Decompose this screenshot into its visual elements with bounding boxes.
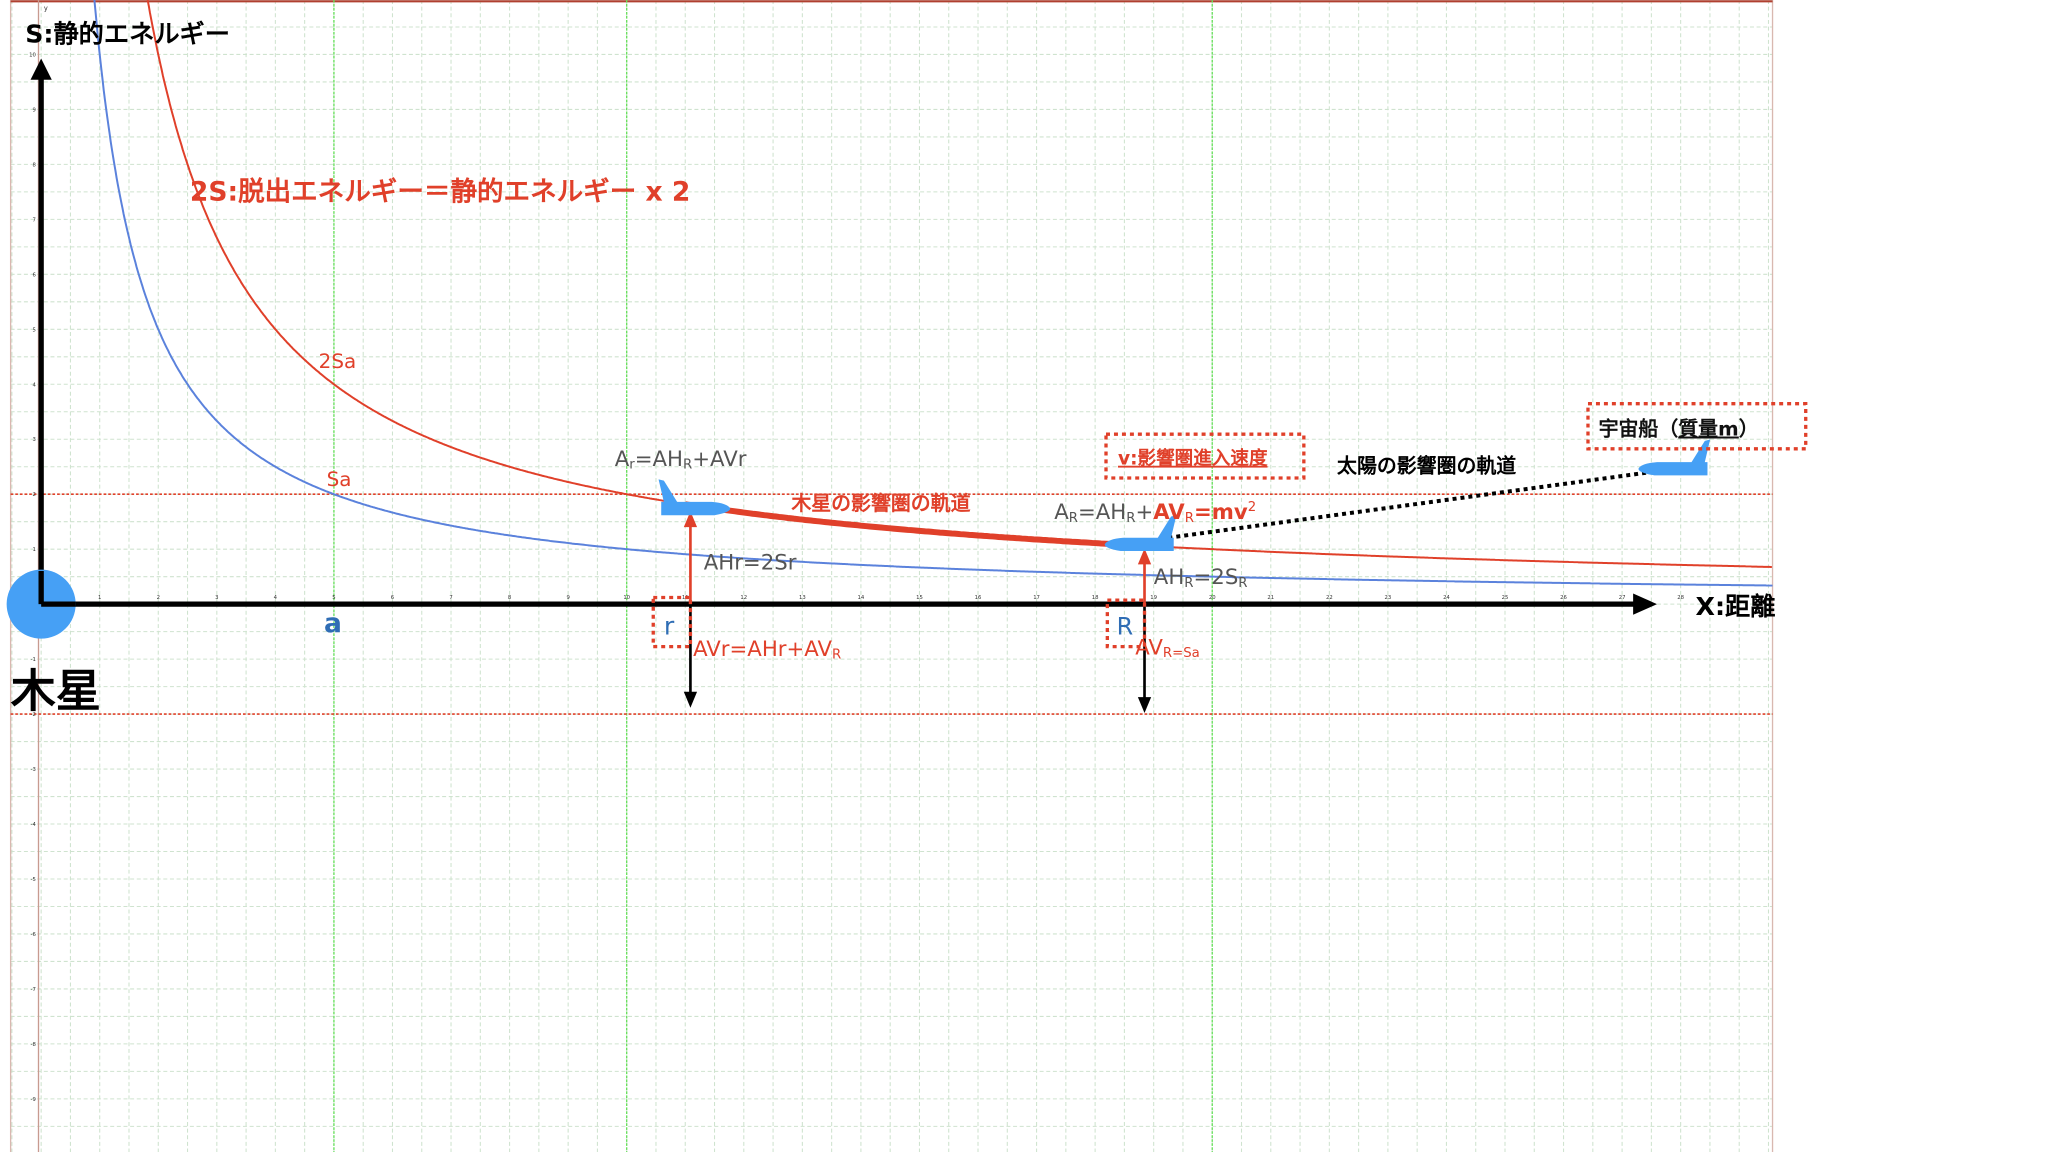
y-tick-label: 2: [32, 492, 35, 498]
x-tick-label: 14: [858, 595, 865, 601]
aR-equation: AR=AHR+AVR=mv2: [1054, 500, 1256, 526]
y-tick-label: -2: [31, 712, 36, 718]
x-tick-label: 12: [740, 595, 747, 601]
spaceship-at-r-icon: [658, 479, 731, 516]
y-tick-label: 7: [32, 217, 35, 223]
x-tick-label: 1: [98, 595, 101, 601]
y-tick-label: -8: [31, 1042, 37, 1048]
x-tick-label: 19: [1150, 595, 1157, 601]
x-tick-label: 27: [1619, 595, 1626, 601]
annotations: [658, 439, 1711, 714]
spaceship-shape: [1104, 515, 1177, 552]
ahR-vector-arrow-head-icon: [1137, 548, 1152, 565]
escape-energy-title: 2S:脱出エネルギー＝静的エネルギー x 2: [190, 177, 690, 208]
R-box-frame: [1105, 598, 1147, 649]
sun-orbit-label: 太陽の影響圏の軌道: [1337, 454, 1516, 478]
y-tick-label: -3: [31, 767, 36, 773]
marker-r-label: r: [664, 612, 675, 641]
x-tick-label: 23: [1385, 595, 1392, 601]
curves: [93, 0, 1773, 587]
y-axis-small-label: y: [44, 5, 48, 13]
x-tick-label: 5: [332, 595, 335, 601]
x-tick-label: 24: [1443, 595, 1450, 601]
x-tick-label: 25: [1502, 595, 1509, 601]
ship-box-frame: [1586, 401, 1808, 451]
x-tick-label: 26: [1560, 595, 1567, 601]
ahR-equation: AHR=2SR: [1154, 565, 1248, 591]
avR-vector-arrow-head-icon: [1137, 697, 1152, 714]
marker-a-label: a: [324, 608, 342, 639]
x-tick-label: 18: [1092, 595, 1099, 601]
y-tick-label: -9: [31, 1097, 36, 1103]
r-box-frame: [651, 595, 693, 649]
y-tick-label: -7: [31, 987, 36, 993]
x-tick-label: 17: [1033, 595, 1040, 601]
ar-equation: Ar=AHR+AVr: [615, 447, 747, 473]
x-tick-label: 9: [566, 595, 569, 601]
x-tick-label: 8: [508, 595, 512, 601]
y-tick-label: 9: [32, 107, 35, 113]
y-tick-label: -5: [31, 877, 36, 883]
y-tick-label: -6: [31, 932, 37, 938]
x-tick-label: 13: [799, 595, 806, 601]
x-tick-label: 15: [916, 595, 923, 601]
y-tick-label: 8: [32, 162, 36, 168]
v-box-frame: [1104, 432, 1306, 480]
y-axis-arrow-icon: [30, 58, 52, 80]
axes: [6, 58, 1658, 639]
y-tick-label: 6: [32, 272, 36, 278]
x-tick-label: 7: [449, 595, 452, 601]
x-tick-label: 10: [623, 595, 630, 601]
x-axis-arrow-icon: [1633, 593, 1658, 615]
spaceship-shape: [1638, 439, 1711, 476]
planet-label: 木星: [11, 664, 101, 717]
x-tick-label: 22: [1326, 595, 1333, 601]
curve-label-2sa: 2Sa: [319, 350, 357, 373]
entry-velocity-label: v:影響圏進入速度: [1118, 448, 1268, 470]
x-tick-label: 16: [975, 595, 982, 601]
spaceship-incoming-icon: [1638, 439, 1711, 476]
grid: [9, 0, 1774, 1152]
curve-sa: [93, 0, 1773, 587]
y-tick-label: 4: [32, 382, 36, 388]
x-tick-label: 6: [391, 595, 395, 601]
spaceship-at-R-icon: [1104, 515, 1177, 552]
jupiter-orbit-label: 木星の影響圏の軌道: [790, 491, 970, 515]
y-tick-label: 10: [29, 52, 36, 58]
ahr-vector-arrow-head-icon: [683, 511, 698, 528]
x-tick-label: 3: [215, 595, 218, 601]
jupiter-orbit-segment: [684, 501, 1151, 550]
y-axis-label: S:静的エネルギー: [25, 20, 230, 49]
x-tick-label: 2: [157, 595, 160, 601]
x-tick-label: 21: [1267, 595, 1274, 601]
marker-R-label: R: [1117, 613, 1134, 641]
y-tick-label: -1: [31, 657, 36, 663]
curve-label-sa: Sa: [327, 468, 352, 491]
ahr-equation: AHr=2Sr: [704, 551, 797, 576]
avr-equation: AVr=AHr+AVR: [693, 637, 841, 663]
spaceship-shape: [658, 479, 731, 516]
x-tick-label: 28: [1677, 595, 1684, 601]
graph-border: [9, 0, 1774, 1152]
x-tick-label: 20: [1209, 595, 1216, 601]
y-tick-label: 3: [32, 437, 35, 443]
avr-vector-arrow-head-icon: [683, 691, 698, 708]
y-tick-label: -4: [31, 822, 37, 828]
x-axis-label: X:距離: [1696, 592, 1776, 621]
y-tick-label: 1: [32, 547, 35, 553]
x-tick-label: 4: [274, 595, 278, 601]
spaceship-label: 宇宙船（質量m）: [1599, 417, 1759, 441]
y-tick-label: 5: [32, 327, 35, 333]
sun-orbit-dotted-path: [1168, 470, 1647, 540]
